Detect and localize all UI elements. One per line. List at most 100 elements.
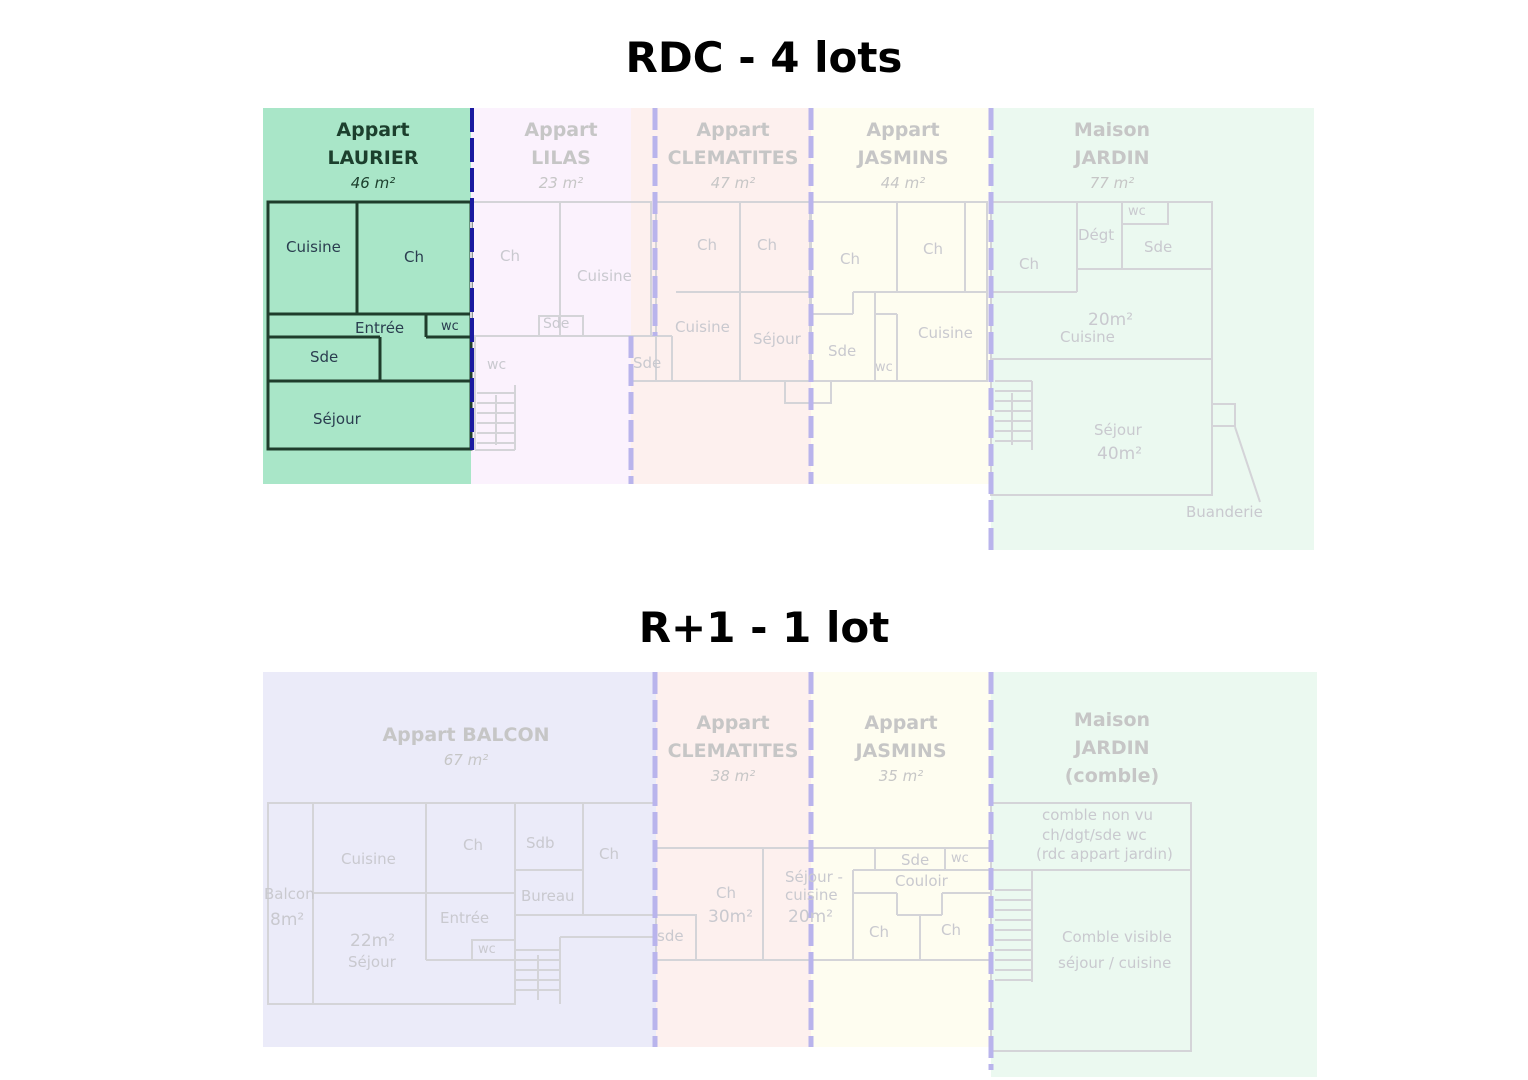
room-bal-entree: Entrée bbox=[440, 909, 490, 927]
room-bal-sejour: Séjour bbox=[348, 953, 396, 971]
room-bal-cuisine: Cuisine bbox=[341, 850, 396, 868]
label-jardin-rdc-line1: Maison bbox=[1073, 119, 1151, 141]
room-clem-r1-cuisine: cuisine bbox=[785, 886, 838, 904]
room-jas-cuisine: Cuisine bbox=[918, 324, 973, 342]
label-jasmins-r1: Appart JASMINS 35 m² bbox=[811, 709, 991, 787]
label-jasmins-rdc: Appart JASMINS 44 m² bbox=[813, 116, 993, 194]
zone-clematites-r1[interactable] bbox=[656, 672, 811, 1047]
room-lilas-cuisine: Cuisine bbox=[577, 267, 632, 285]
label-jasmins-rdc-line1: Appart bbox=[866, 119, 940, 141]
label-balcon-area: 67 m² bbox=[443, 751, 489, 769]
zone-laurier[interactable] bbox=[263, 108, 471, 484]
label-clematites-rdc-line1: Appart bbox=[696, 119, 770, 141]
zone-jasmins-r1[interactable] bbox=[811, 672, 991, 1047]
room-jard-r1-comble1: comble non vu bbox=[1042, 806, 1154, 824]
room-laurier-ch: Ch bbox=[404, 248, 424, 266]
zone-jasmins-rdc[interactable] bbox=[811, 108, 991, 484]
room-laurier-wc: wc bbox=[441, 319, 459, 334]
label-laurier: Appart LAURIER 46 m² bbox=[268, 116, 478, 194]
room-bal-sdb: Sdb bbox=[526, 834, 555, 852]
zone-clematites-rdc[interactable] bbox=[631, 108, 811, 484]
label-jardin-rdc: Maison JARDIN 77 m² bbox=[1022, 116, 1202, 194]
room-bal-balcon: Balcon bbox=[264, 885, 315, 903]
room-laurier-sde: Sde bbox=[310, 348, 339, 366]
room-jard-sejour: Séjour bbox=[1094, 421, 1142, 439]
label-jardin-r1-line1: Maison bbox=[1073, 709, 1151, 731]
zone-jardin-rdc[interactable] bbox=[991, 108, 1314, 550]
label-jasmins-r1-line2: JASMINS bbox=[855, 740, 947, 762]
room-jas-ch2: Ch bbox=[923, 240, 943, 258]
room-clem-sde: Sde bbox=[633, 354, 662, 372]
r1-dividers bbox=[652, 672, 994, 1070]
label-lilas-line2: LILAS bbox=[531, 147, 591, 169]
room-jas-ch1: Ch bbox=[840, 250, 860, 268]
room-laurier-entree: Entrée bbox=[355, 319, 405, 337]
label-clematites-r1-area: 38 m² bbox=[710, 767, 756, 785]
room-laurier-sejour: Séjour bbox=[313, 410, 361, 428]
room-jard-40: 40m² bbox=[1097, 444, 1143, 464]
label-jardin-rdc-line2: JARDIN bbox=[1074, 147, 1150, 169]
room-jard-degt: Dégt bbox=[1078, 226, 1115, 244]
room-clem-ch2: Ch bbox=[757, 236, 777, 254]
label-laurier-line2: LAURIER bbox=[327, 147, 419, 169]
rdc-title: RDC - 4 lots bbox=[625, 33, 903, 82]
room-jard-buanderie: Buanderie bbox=[1186, 503, 1263, 521]
label-clematites-r1-line2: CLEMATITES bbox=[667, 740, 799, 762]
label-jasmins-rdc-area: 44 m² bbox=[880, 174, 926, 192]
zone-balcon[interactable] bbox=[263, 672, 656, 1047]
label-clematites-rdc-line2: CLEMATITES bbox=[667, 147, 799, 169]
room-jas-r1-wc: wc bbox=[951, 851, 969, 866]
room-clem-r1-20: 20m² bbox=[788, 907, 834, 927]
room-jard-cuisine: Cuisine bbox=[1060, 328, 1115, 346]
room-lilas-ch: Ch bbox=[500, 247, 520, 265]
room-jard-20: 20m² bbox=[1088, 310, 1134, 330]
room-clem-r1-sde: sde bbox=[657, 927, 684, 945]
room-jard-r1-sejcuis: séjour / cuisine bbox=[1058, 954, 1172, 972]
label-laurier-line1: Appart bbox=[336, 119, 410, 141]
room-bal-22: 22m² bbox=[350, 931, 396, 951]
room-jas-r1-ch1: Ch bbox=[869, 923, 889, 941]
room-jard-wc: wc bbox=[1128, 204, 1146, 219]
room-jard-r1-comble2: ch/dgt/sde wc bbox=[1042, 826, 1147, 844]
room-bal-8: 8m² bbox=[270, 910, 305, 930]
room-jas-r1-couloir: Couloir bbox=[895, 872, 948, 890]
room-lilas-wc: wc bbox=[487, 357, 507, 373]
room-bal-ch2: Ch bbox=[599, 845, 619, 863]
label-clematites-rdc-area: 47 m² bbox=[710, 174, 756, 192]
rdc-dividers bbox=[628, 108, 994, 550]
label-jasmins-r1-area: 35 m² bbox=[878, 767, 924, 785]
room-jard-r1-visible: Comble visible bbox=[1062, 928, 1172, 946]
label-clematites-r1-line1: Appart bbox=[696, 712, 770, 734]
label-balcon-line1: Appart BALCON bbox=[382, 724, 550, 746]
room-jard-sde: Sde bbox=[1144, 238, 1173, 256]
label-balcon: Appart BALCON 67 m² bbox=[366, 721, 566, 771]
room-jas-wc: wc bbox=[875, 360, 893, 375]
room-clem-r1-30: 30m² bbox=[708, 907, 754, 927]
room-jas-r1-sde: Sde bbox=[901, 851, 930, 869]
label-jardin-r1-line2: JARDIN bbox=[1074, 737, 1150, 759]
room-jard-ch: Ch bbox=[1019, 255, 1039, 273]
room-bal-ch1: Ch bbox=[463, 836, 483, 854]
r1-title: R+1 - 1 lot bbox=[638, 603, 890, 652]
label-lilas: Appart LILAS 23 m² bbox=[471, 116, 651, 194]
room-bal-bureau: Bureau bbox=[521, 887, 575, 905]
room-laurier-cuisine: Cuisine bbox=[286, 238, 341, 256]
room-jas-sde: Sde bbox=[828, 342, 857, 360]
room-clem-ch1: Ch bbox=[697, 236, 717, 254]
label-jasmins-r1-line1: Appart bbox=[864, 712, 938, 734]
room-clem-sejour: Séjour bbox=[753, 330, 801, 348]
room-clem-r1-ch: Ch bbox=[716, 884, 736, 902]
label-jardin-r1-line3: (comble) bbox=[1064, 765, 1160, 787]
room-bal-wc: wc bbox=[478, 942, 496, 957]
room-clem-cuisine: Cuisine bbox=[675, 318, 730, 336]
room-lilas-sde: Sde bbox=[543, 316, 570, 332]
label-jasmins-rdc-line2: JASMINS bbox=[857, 147, 949, 169]
zone-jardin-r1[interactable] bbox=[991, 672, 1317, 1077]
label-lilas-area: 23 m² bbox=[538, 174, 584, 192]
label-laurier-area: 46 m² bbox=[350, 174, 396, 192]
label-jardin-rdc-area: 77 m² bbox=[1089, 174, 1135, 192]
zone-lilas[interactable] bbox=[471, 108, 631, 484]
label-jardin-r1: Maison JARDIN (comble) bbox=[1022, 706, 1202, 790]
label-clematites-r1: Appart CLEMATITES 38 m² bbox=[643, 709, 823, 787]
